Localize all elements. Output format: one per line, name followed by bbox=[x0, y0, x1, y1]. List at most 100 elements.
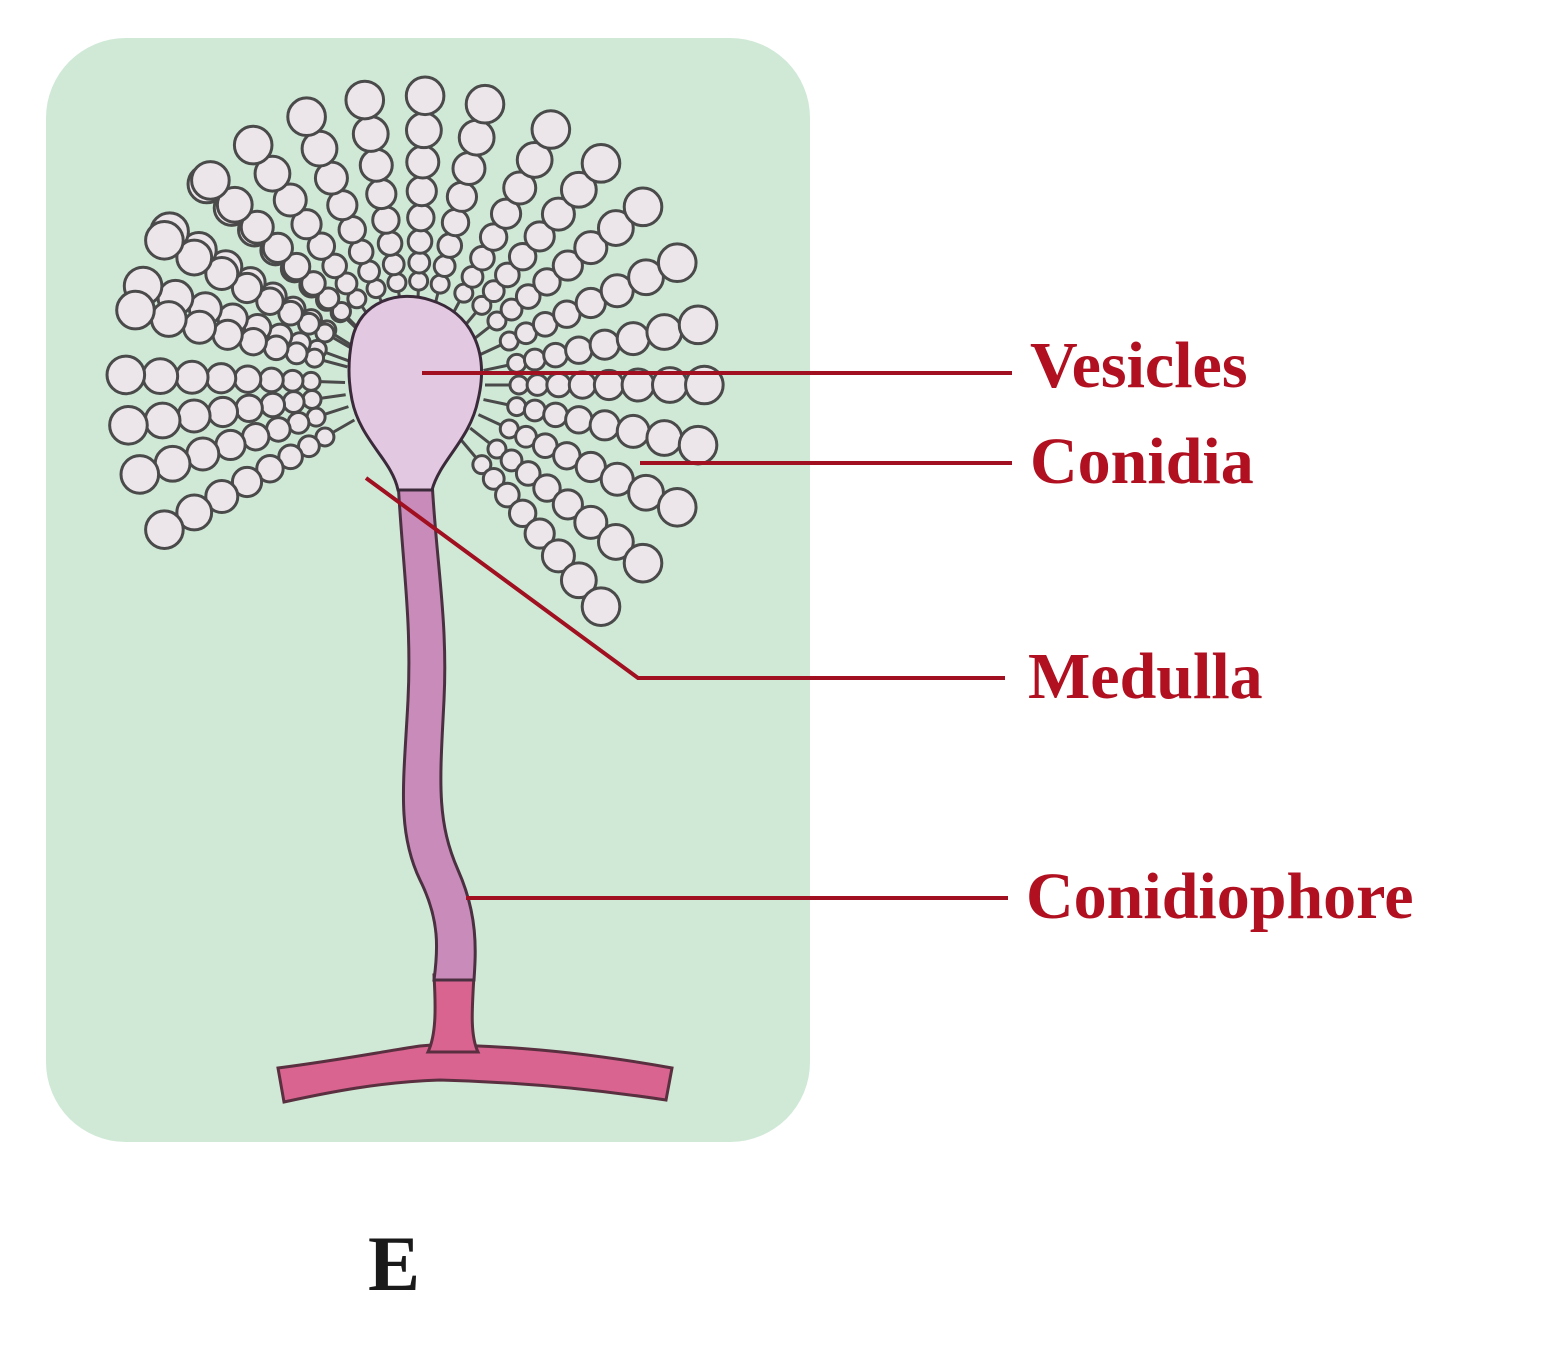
conidium bbox=[259, 391, 287, 419]
conidium bbox=[258, 366, 285, 394]
conidium bbox=[115, 289, 156, 331]
conidia-chain bbox=[458, 437, 622, 627]
conidium bbox=[232, 364, 263, 394]
conidium bbox=[306, 231, 337, 261]
conidium bbox=[551, 488, 584, 521]
conidia-chain bbox=[485, 364, 725, 406]
conidia-chain bbox=[105, 354, 346, 396]
conidium bbox=[507, 498, 538, 528]
label-medulla: Medulla bbox=[1028, 640, 1263, 713]
conidium bbox=[523, 517, 556, 550]
conidium bbox=[564, 405, 594, 435]
conidium bbox=[502, 170, 538, 206]
conidium bbox=[542, 401, 569, 429]
conidium bbox=[239, 209, 275, 245]
conidia-chain bbox=[483, 304, 719, 374]
conidium bbox=[204, 255, 240, 291]
conidium bbox=[532, 473, 562, 503]
conidia-chain bbox=[429, 83, 506, 318]
conidium bbox=[108, 404, 149, 446]
conidium bbox=[381, 252, 406, 277]
conidium bbox=[281, 251, 312, 282]
conidium bbox=[262, 334, 290, 362]
conidium bbox=[344, 79, 386, 121]
phialide bbox=[325, 351, 350, 363]
conidium bbox=[525, 373, 550, 397]
conidium bbox=[677, 304, 719, 346]
conidium bbox=[440, 207, 471, 238]
conidium bbox=[471, 294, 493, 316]
conidium bbox=[301, 388, 323, 410]
conidium bbox=[334, 271, 359, 296]
vesicle-head bbox=[347, 294, 483, 492]
conidium bbox=[215, 185, 254, 224]
conidium bbox=[280, 368, 305, 393]
conidia-chain bbox=[483, 396, 719, 466]
conidia-chain bbox=[469, 186, 664, 344]
conidium bbox=[580, 143, 622, 184]
conidium bbox=[230, 271, 264, 305]
conidia-chain bbox=[458, 143, 622, 333]
conidium bbox=[351, 115, 390, 153]
conidium bbox=[204, 479, 240, 515]
conidium bbox=[211, 318, 244, 351]
conidium bbox=[182, 309, 218, 345]
conidia-chain bbox=[469, 426, 664, 584]
conidium bbox=[551, 249, 584, 282]
conidia-chain bbox=[108, 388, 346, 446]
conidium bbox=[404, 111, 443, 150]
conidia-chain bbox=[232, 124, 378, 328]
conidium bbox=[358, 147, 394, 183]
conidium bbox=[238, 326, 268, 357]
label-conidiophore: Conidiophore bbox=[1026, 860, 1414, 933]
conidium bbox=[596, 523, 635, 561]
conidium bbox=[656, 242, 698, 284]
label-vesicles: Vesicles bbox=[1030, 329, 1248, 402]
conidium bbox=[316, 286, 341, 311]
conidium bbox=[530, 109, 572, 150]
phialide bbox=[477, 413, 502, 427]
conidium bbox=[588, 409, 621, 442]
conidium bbox=[522, 347, 547, 372]
conidium bbox=[105, 354, 147, 396]
phialide bbox=[324, 405, 349, 416]
conidium bbox=[143, 401, 182, 440]
conidium bbox=[406, 202, 436, 233]
conidium bbox=[684, 364, 725, 406]
conidia-chain bbox=[119, 405, 349, 495]
conidium bbox=[346, 288, 368, 310]
phialide bbox=[483, 398, 509, 407]
conidium bbox=[564, 335, 594, 365]
conidium bbox=[489, 197, 523, 230]
conidium bbox=[481, 466, 506, 491]
conidium bbox=[523, 220, 556, 253]
conidium bbox=[432, 254, 457, 279]
conidium bbox=[580, 586, 622, 627]
conidium bbox=[545, 371, 572, 399]
conidium bbox=[175, 493, 214, 532]
conidium bbox=[436, 232, 464, 259]
conidium bbox=[230, 465, 264, 499]
conidium bbox=[300, 370, 322, 392]
conidium bbox=[255, 286, 285, 316]
conidium bbox=[522, 398, 547, 423]
conidium bbox=[464, 83, 506, 125]
conidium bbox=[174, 359, 210, 395]
conidium bbox=[206, 395, 240, 429]
phialide bbox=[458, 437, 478, 459]
conidium bbox=[573, 504, 609, 540]
conidium bbox=[407, 250, 432, 275]
conidium bbox=[144, 509, 185, 550]
conidium bbox=[272, 182, 308, 218]
conidium bbox=[176, 398, 212, 434]
conidium bbox=[622, 542, 664, 584]
conidium bbox=[408, 270, 430, 292]
conidium bbox=[506, 352, 528, 374]
conidium bbox=[615, 321, 651, 357]
conidium bbox=[506, 396, 528, 418]
conidium bbox=[494, 261, 521, 289]
conidium bbox=[376, 230, 404, 257]
conidium bbox=[205, 362, 238, 395]
conidium bbox=[371, 205, 401, 235]
phialide bbox=[331, 418, 356, 434]
